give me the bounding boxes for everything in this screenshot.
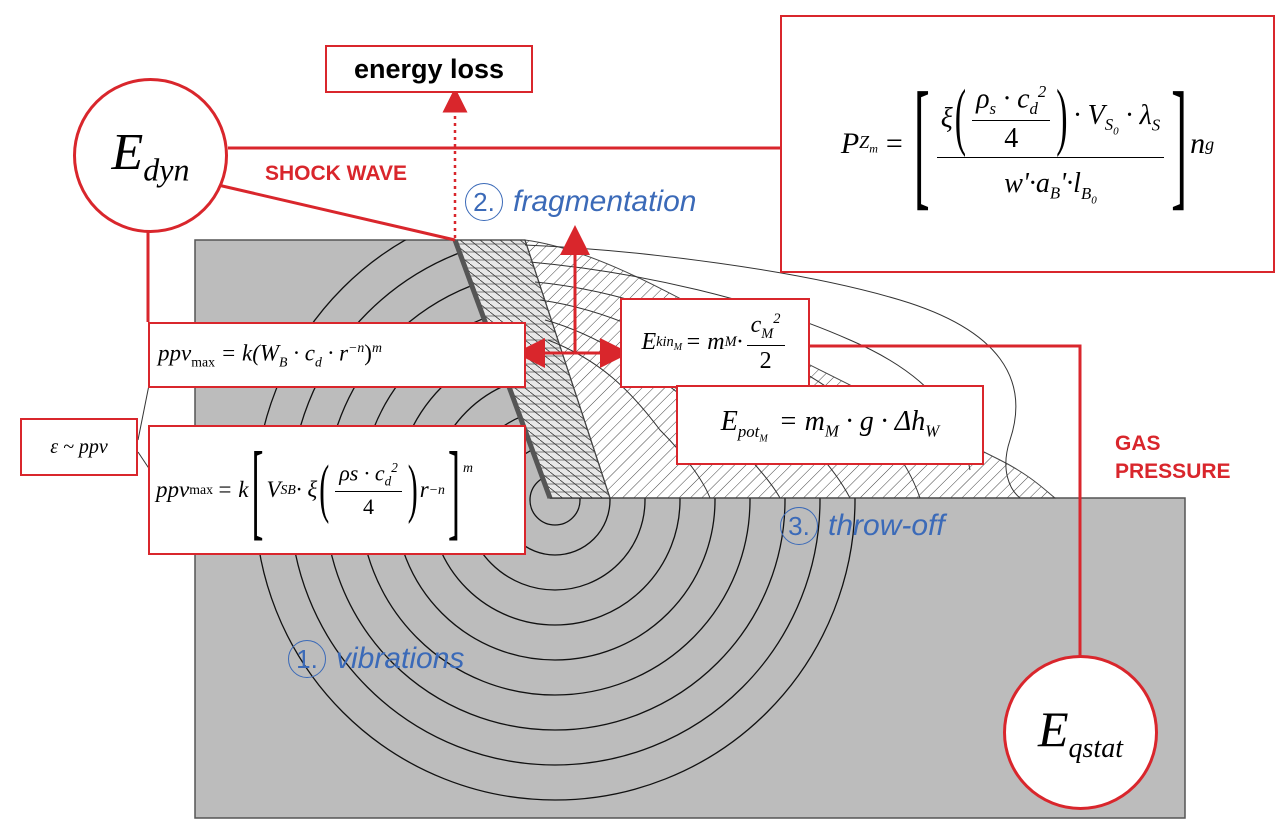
throw-off-text: throw-off [828,509,945,542]
fragmentation-text: fragmentation [513,185,697,218]
gas-pressure-line1: GAS [1115,432,1161,455]
throw-off-label: 3. throw-off [780,507,945,545]
energy-loss-box: energy loss [325,45,533,93]
e-qstat-symbol: E [1037,701,1069,757]
connector-lines [146,146,1082,658]
e-dyn-circle: Edyn [73,78,228,233]
shock-wave-label: SHOCK WAVE [265,162,407,185]
vibrations-label: 1. vibrations [288,640,464,678]
energy-loss-label: energy loss [353,53,505,84]
e-qstat-circle: Eqstat [1003,655,1158,810]
vibrations-text: vibrations [336,642,465,675]
e-dyn-subscript: dyn [143,151,190,188]
gas-pressure-label: GAS PRESSURE [1115,430,1231,486]
epot-formula-box: EpotM = mM · g · ΔhW [676,385,984,465]
throw-off-number: 3. [780,507,818,545]
epsilon-box: ε ~ ppv [20,418,138,476]
e-dyn-symbol: E [111,123,144,181]
vibrations-number: 1. [288,640,326,678]
fragmentation-label: 2. fragmentation [465,183,696,221]
gas-pressure-line2: PRESSURE [1115,460,1231,483]
ppv-formula-box-1: ppvmax = k(WB · cd · r−n)m [148,322,526,388]
e-qstat-subscript: qstat [1068,733,1123,764]
fragmentation-number: 2. [465,183,503,221]
